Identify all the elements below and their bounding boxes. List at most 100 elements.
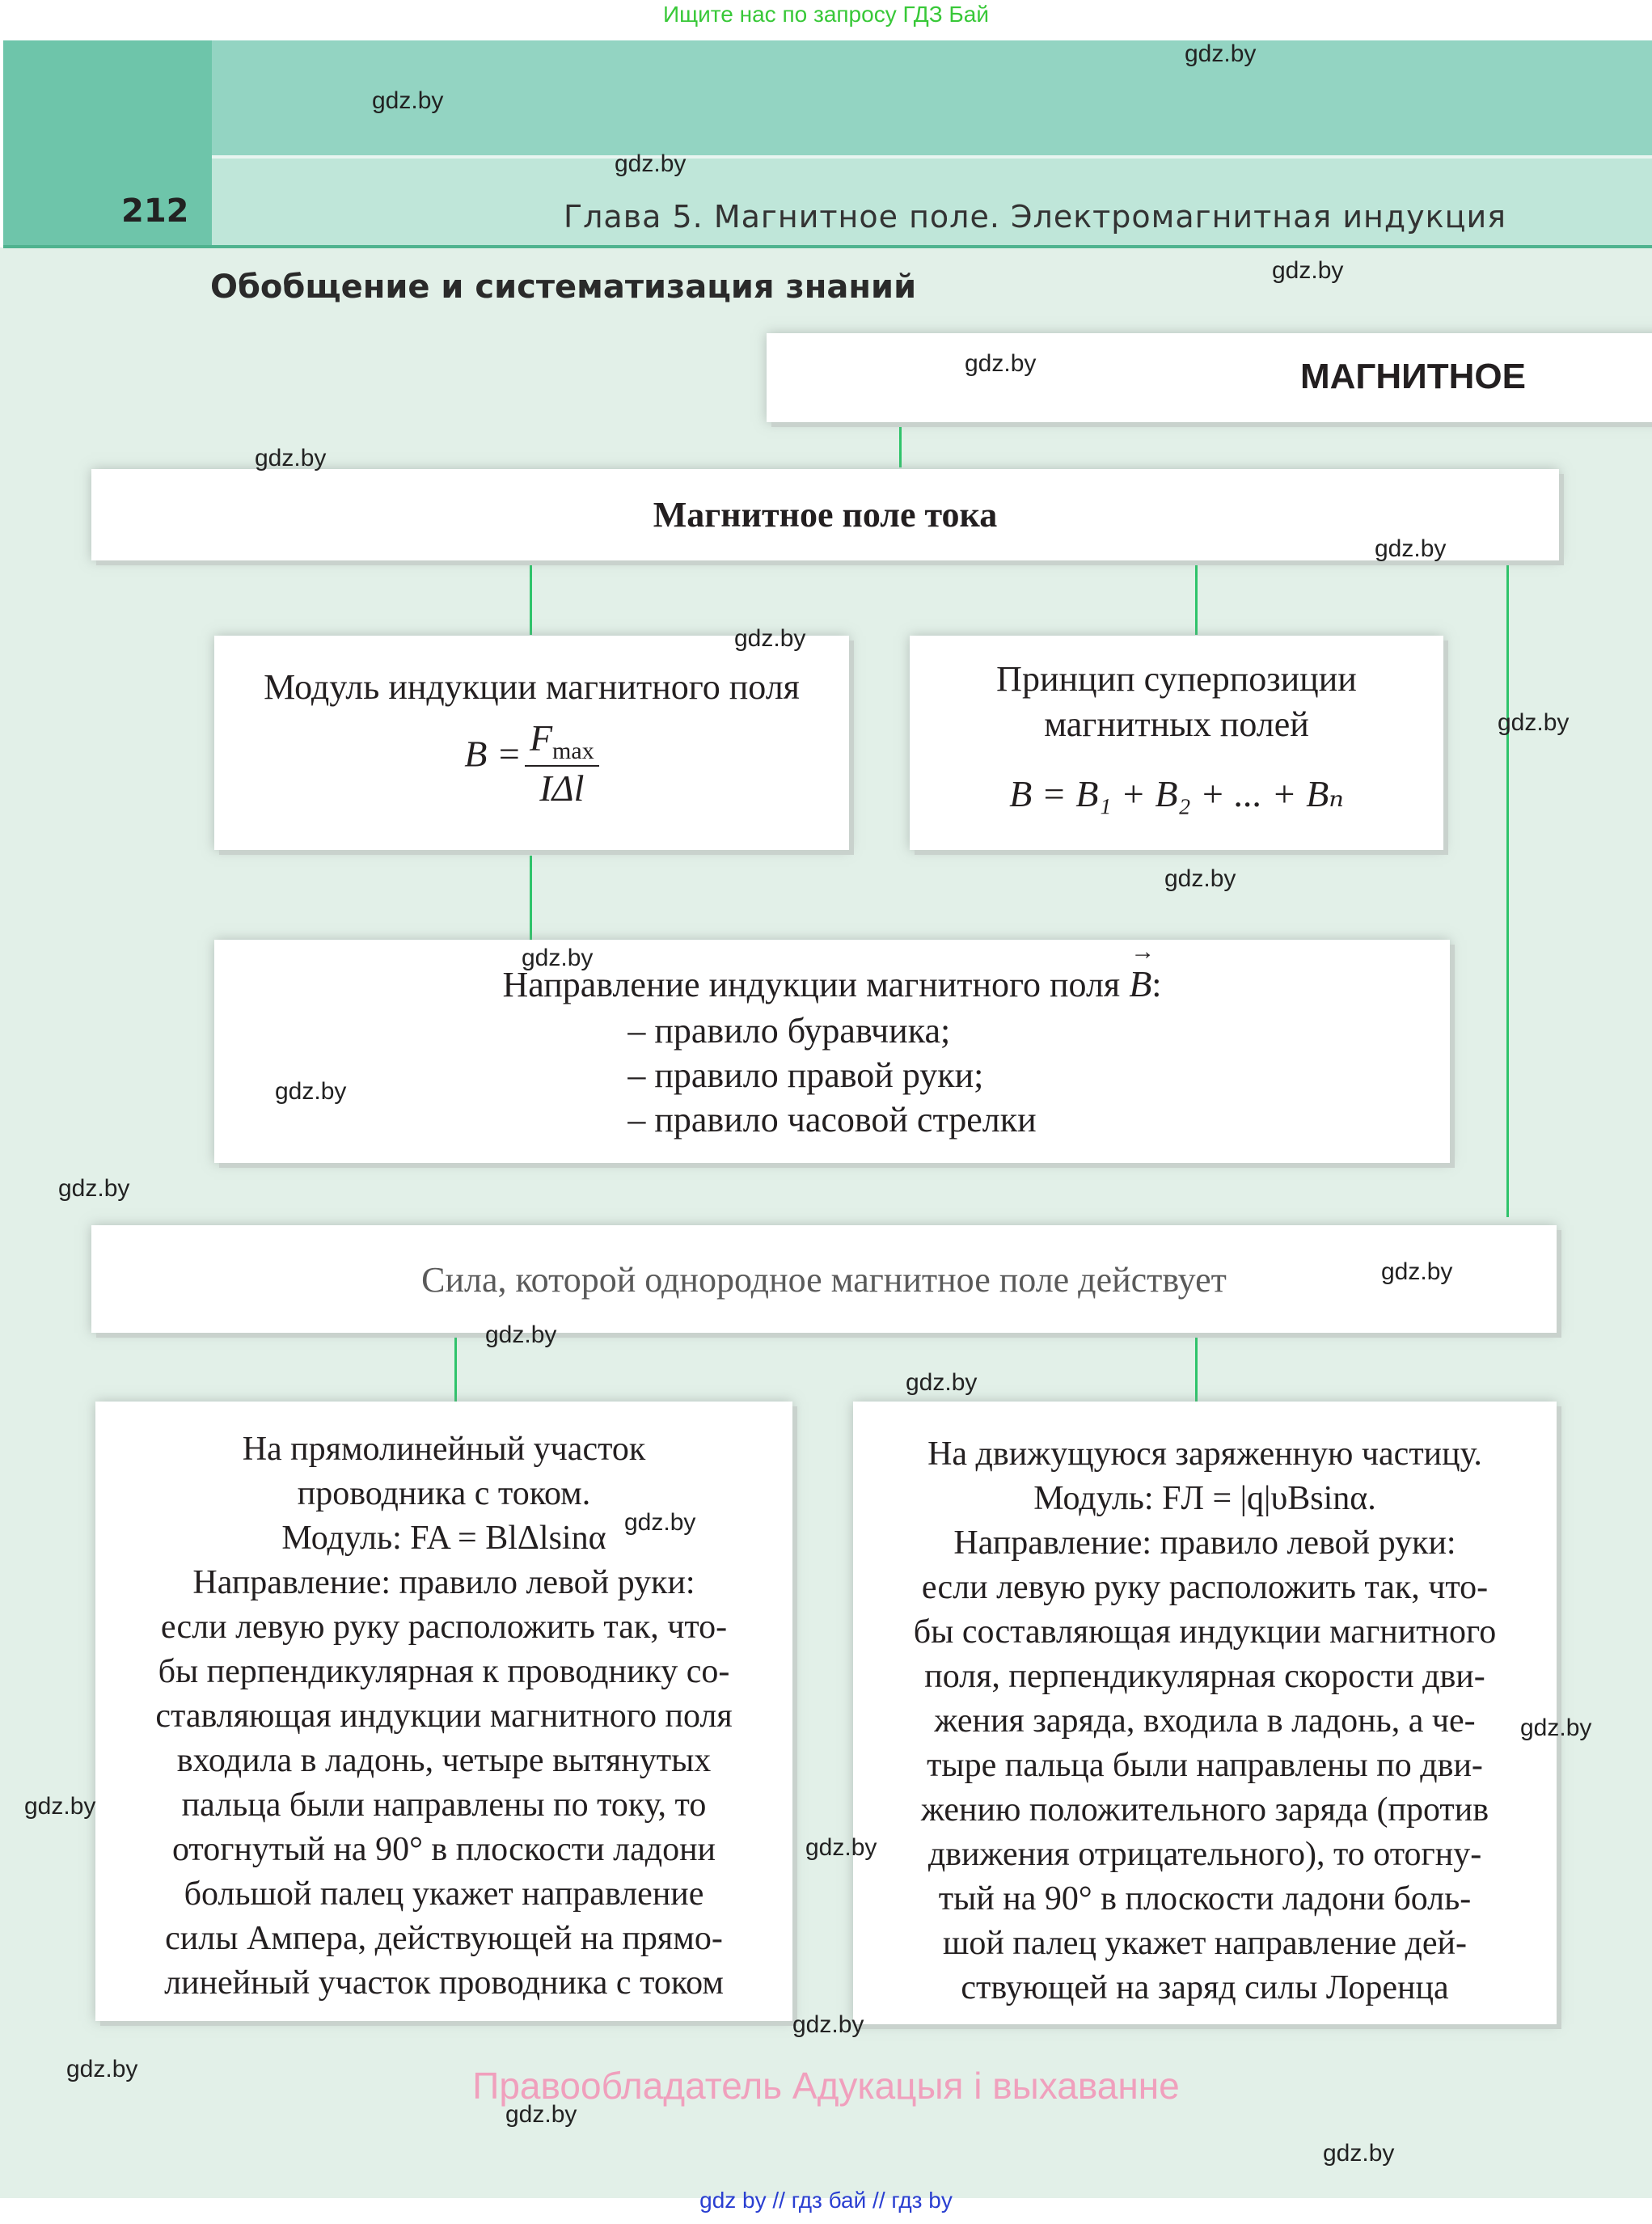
induction-formula: B = Fmax IΔl (214, 717, 849, 810)
conductor-line: ставляющая индукции магнитного поля (155, 1698, 733, 1735)
field-of-current-box: Магнитное поле тока (91, 469, 1559, 560)
conductor-box: На прямолинейный участок проводника с то… (95, 1402, 792, 2021)
conductor-line: отогнутый на 90° в плоскости ладони (171, 1831, 716, 1868)
watermark: gdz.by (255, 445, 327, 471)
direction-rule-list: – правило буравчика; – правило правой ру… (627, 1008, 1036, 1142)
induction-module-label: Модуль индукции магнитного поля (264, 667, 800, 707)
particle-line: Направление: правило левой руки: (953, 1524, 1456, 1562)
connector-left-2 (530, 856, 532, 940)
force-box: Сила, которой однородное магнитное поле … (91, 1225, 1557, 1333)
particle-line: жению положительного заряда (против (920, 1791, 1489, 1829)
watermark: gdz.by (1185, 40, 1257, 67)
watermark: gdz.by (1375, 535, 1447, 562)
watermark: gdz.by (58, 1175, 130, 1202)
watermark: gdz.by (66, 2056, 138, 2082)
watermark: gdz.by (1498, 709, 1570, 736)
magnetic-field-box: МАГНИТНОЕ (767, 333, 1652, 422)
direction-box: Направление индукции магнитного поля B: … (214, 938, 1450, 1163)
particle-line: движения отрицательного), то отогну- (927, 1836, 1482, 1873)
conductor-line: пальца были направлены по току, то (181, 1786, 707, 1824)
copyright-notice: Правообладатель Адукацыя і выхаванне (472, 2065, 1180, 2107)
watermark: gdz.by (734, 625, 806, 652)
watermark: gdz.by (24, 1793, 96, 1820)
particle-text: На движущуюся заряженную частицу. Модуль… (869, 1432, 1540, 2010)
particle-box: На движущуюся заряженную частицу. Модуль… (853, 1402, 1557, 2024)
conductor-line: Направление: правило левой руки: (192, 1564, 695, 1601)
watermark: gdz.by (965, 350, 1037, 377)
superposition-box: Принцип суперпозиции магнитных полей B =… (910, 636, 1443, 850)
particle-line: ствующей на заряд силы Лоренца (961, 1969, 1449, 2006)
header-band (212, 40, 1652, 155)
direction-rules: – правило буравчика; – правило правой ру… (214, 1008, 1450, 1142)
superposition-line-2: магнитных полей (1044, 704, 1309, 744)
connector-left-3 (454, 1333, 457, 1402)
magnetic-field-title: МАГНИТНОЕ (1300, 357, 1526, 396)
rule-item: – правило буравчика; (627, 1011, 951, 1051)
direction-colon: : (1151, 965, 1162, 1004)
watermark: gdz.by (1323, 2140, 1395, 2167)
conductor-line: входила в ладонь, четыре вытянутых (176, 1742, 712, 1779)
particle-line: Модуль: FЛ = |q|υBsinα. (1033, 1480, 1376, 1517)
induction-denominator: IΔl (539, 767, 585, 810)
connector-right-long (1506, 564, 1509, 1217)
conductor-line: проводника с током. (297, 1475, 591, 1512)
particle-line: На движущуюся заряженную частицу. (927, 1435, 1482, 1473)
particle-line: тыре пальца были направлены по дви- (927, 1747, 1483, 1784)
conductor-text: На прямолинейный участок проводника с то… (112, 1427, 776, 2006)
superposition-line-1: Принцип суперпозиции (996, 659, 1357, 699)
watermark: gdz.by (1520, 1715, 1592, 1741)
conductor-line: если левую руку расположить так, что- (160, 1609, 728, 1646)
particle-line: шой палец укажет направление дей- (943, 1925, 1467, 1962)
connector-mid-1 (1195, 562, 1198, 635)
conductor-line: бы перпендикулярная к проводнику со- (158, 1653, 730, 1690)
connector-left-1 (530, 562, 532, 635)
conductor-line: большой палец укажет направление (184, 1875, 704, 1913)
section-title: Обобщение и систематизация знаний (210, 268, 917, 306)
top-note: Ищите нас по запросу ГДЗ Бай (662, 2, 990, 27)
induction-fraction: Fmax IΔl (524, 717, 599, 810)
rule-item: – правило часовой стрелки (627, 1100, 1037, 1139)
watermark: gdz.by (1164, 865, 1236, 892)
watermark: gdz.by (615, 150, 687, 177)
header-band-left (3, 40, 212, 247)
numerator-subscript: max (552, 738, 594, 765)
connector-top (899, 422, 902, 467)
watermark: gdz.by (906, 1369, 978, 1396)
watermark: gdz.by (1272, 257, 1344, 284)
footer-links: gdz by // гдз бай // гдз by (699, 2188, 953, 2213)
watermark: gdz.by (624, 1509, 696, 1536)
conductor-line: Модуль: FA = BlΔlsinα (281, 1520, 606, 1557)
chapter-title: Глава 5. Магнитное поле. Электромагнитна… (563, 199, 1506, 235)
force-title: Сила, которой однородное магнитное поле … (421, 1260, 1227, 1300)
watermark: gdz.by (1381, 1258, 1453, 1285)
direction-vector: B (1129, 938, 1155, 1005)
induction-numerator: Fmax (524, 717, 599, 767)
connector-right-3 (1195, 1333, 1198, 1402)
field-of-current-title: Магнитное поле тока (653, 495, 998, 535)
watermark: gdz.by (275, 1078, 347, 1105)
page-number: 212 (121, 192, 189, 230)
watermark: gdz.by (805, 1834, 877, 1861)
watermark: gdz.by (522, 945, 594, 971)
induction-module-box: Модуль индукции магнитного поля B = Fmax… (214, 636, 849, 850)
direction-title-text: Направление индукции магнитного поля (502, 965, 1121, 1004)
particle-line: бы составляющая индукции магнитного (913, 1613, 1497, 1651)
conductor-line: линейный участок проводника с током (164, 1964, 724, 2002)
header-band-line (212, 155, 1652, 159)
conductor-line: силы Ампера, действующей на прямо- (165, 1920, 723, 1957)
direction-title: Направление индукции магнитного поля B: (214, 938, 1450, 1005)
header-rule (3, 245, 1652, 248)
particle-line: поля, перпендикулярная скорости дви- (924, 1658, 1485, 1695)
watermark: gdz.by (372, 87, 444, 114)
numerator-symbol: F (529, 717, 553, 759)
watermark: gdz.by (505, 2101, 577, 2128)
header-band-lower (212, 155, 1652, 247)
conductor-line: На прямолинейный участок (242, 1431, 646, 1468)
particle-line: жения заряда, входила в ладонь, а че- (934, 1702, 1476, 1740)
rule-item: – правило правой руки; (627, 1055, 984, 1095)
watermark: gdz.by (485, 1321, 557, 1348)
watermark: gdz.by (792, 2011, 864, 2038)
superposition-formula: B = B₁ + B₂ + ... + Bₙ (1009, 773, 1344, 814)
particle-line: если левую руку расположить так, что- (921, 1569, 1489, 1606)
particle-line: тый на 90° в плоскости ладони боль- (938, 1880, 1472, 1917)
